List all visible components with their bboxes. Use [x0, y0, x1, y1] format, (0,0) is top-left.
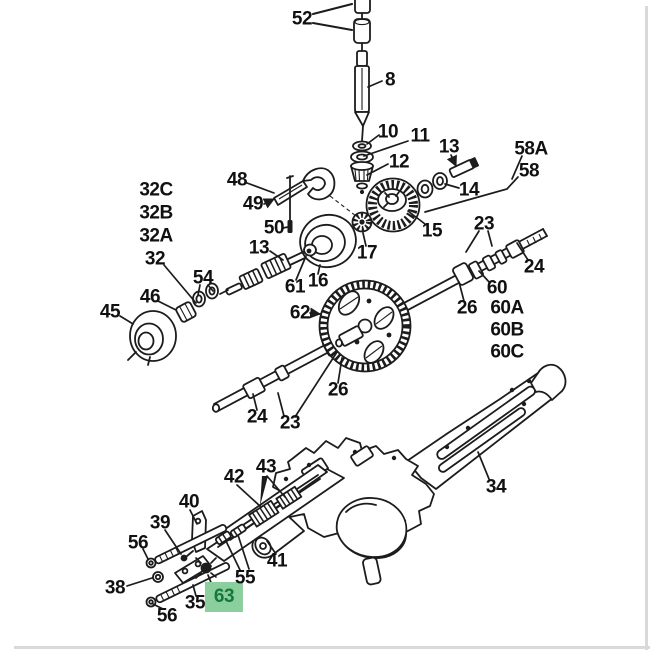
- part-label-63: 63: [204, 582, 244, 612]
- part-label-32A: 32A: [139, 225, 173, 247]
- shift-rail-assembly: [206, 464, 345, 562]
- part-label-39: 39: [149, 512, 171, 534]
- part-label-60: 60: [486, 277, 508, 299]
- part-label-56-upper: 56: [127, 532, 149, 554]
- part-label-23-upper: 23: [473, 213, 495, 235]
- bevel-gear: [365, 177, 421, 233]
- part-label-24-upper: 24: [523, 256, 545, 278]
- part-label-54: 54: [192, 267, 214, 289]
- part-label-32: 32: [144, 248, 166, 270]
- part-label-23-lower: 23: [279, 412, 301, 434]
- part-label-32C: 32C: [139, 179, 173, 201]
- part-label-62: 62: [289, 302, 311, 324]
- part-label-41: 41: [266, 550, 288, 572]
- cluster-pulley: [299, 213, 357, 269]
- part-label-49: 49: [242, 193, 264, 215]
- final-drive-gear: [318, 279, 412, 373]
- scan-edge-bottom: [14, 646, 650, 649]
- scan-edge-right: [645, 6, 648, 650]
- part-label-13-mid: 13: [248, 237, 270, 259]
- shift-fork: [273, 167, 357, 233]
- part-label-10: 10: [377, 121, 399, 143]
- part-label-50: 50: [263, 217, 285, 239]
- part-label-40: 40: [178, 491, 200, 513]
- part-label-58: 58: [518, 160, 540, 182]
- part-label-60A: 60A: [490, 297, 524, 319]
- transaxle-housing: [251, 363, 567, 586]
- shift-bracket-hardware: [145, 510, 231, 608]
- part-label-13-top: 13: [438, 136, 460, 158]
- part-label-17: 17: [356, 242, 378, 264]
- part-label-14: 14: [458, 179, 480, 201]
- part-label-48: 48: [226, 169, 248, 191]
- part-label-42: 42: [223, 466, 245, 488]
- part-label-45: 45: [99, 301, 121, 323]
- part-label-58A: 58A: [514, 138, 548, 160]
- part-label-8: 8: [384, 69, 396, 91]
- axle-shaft: [211, 228, 548, 413]
- part-label-60B: 60B: [490, 319, 524, 341]
- part-label-61: 61: [284, 276, 306, 298]
- part-label-43: 43: [255, 456, 277, 478]
- part-label-38: 38: [104, 577, 126, 599]
- part-label-35: 35: [184, 592, 206, 614]
- part-label-32B: 32B: [139, 202, 173, 224]
- part-label-16: 16: [307, 270, 329, 292]
- part-label-34: 34: [485, 476, 507, 498]
- part-label-26-lower: 26: [327, 379, 349, 401]
- part-label-56-lower: 56: [156, 605, 178, 627]
- part-label-12: 12: [388, 151, 410, 173]
- part-label-55: 55: [234, 567, 256, 589]
- part-label-15: 15: [421, 220, 443, 242]
- thrust-washers-and-pin: [416, 157, 479, 199]
- part-label-24-lower: 24: [246, 406, 268, 428]
- part-label-26-right: 26: [456, 297, 478, 319]
- part-label-60C: 60C: [490, 341, 524, 363]
- leader-lines: [119, 2, 529, 610]
- part-label-11: 11: [410, 125, 430, 147]
- pinion-gear: [351, 211, 373, 233]
- part-label-46: 46: [139, 286, 161, 308]
- part-label-52: 52: [291, 8, 313, 30]
- input-shaft-assembly: [350, 0, 374, 195]
